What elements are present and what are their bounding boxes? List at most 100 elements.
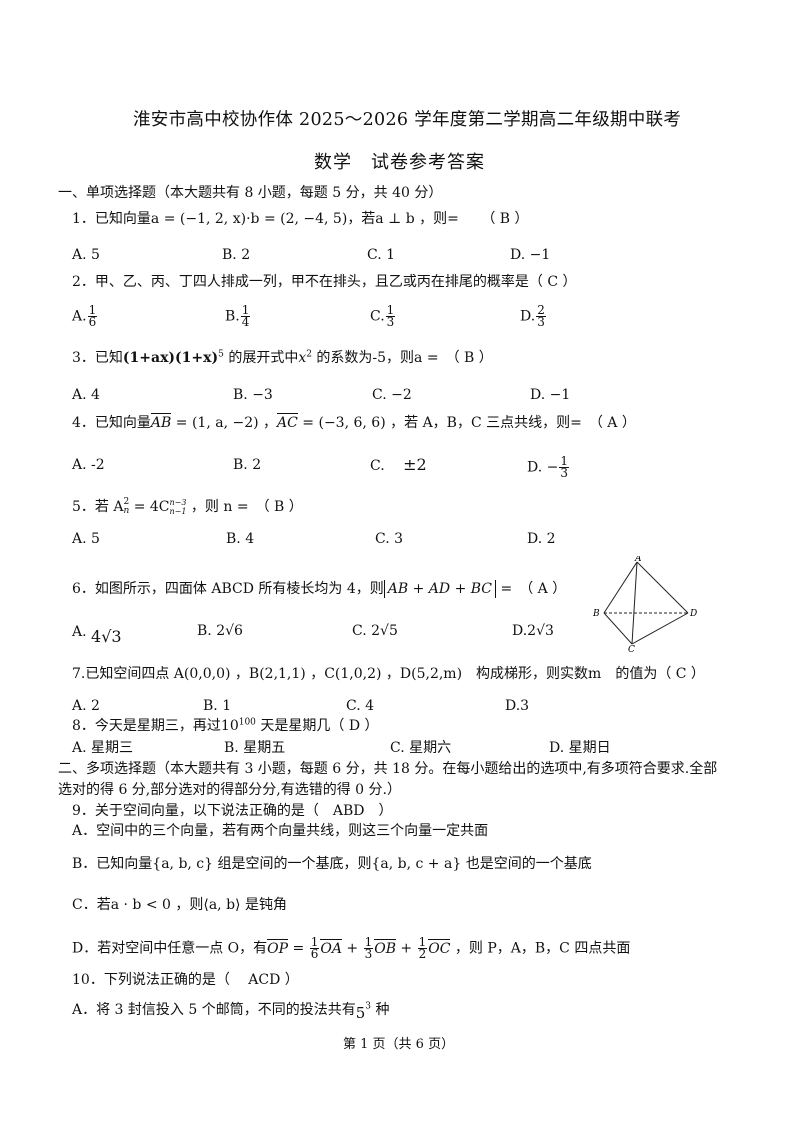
q3-term-exponent: 2 [306, 349, 312, 360]
q9-vector-op: OP [267, 938, 289, 957]
q8-tail: 天是星期几（ D ） [255, 718, 379, 734]
q2-option-d-label: D. [520, 308, 536, 325]
q9-vector-ob: OB [374, 938, 396, 957]
q9-f3-denominator: 2 [418, 947, 427, 961]
q10-option-a: A．将 3 封信投入 5 个邮筒，不同的投法共有53 种 [72, 1000, 390, 1022]
q9-option-c: C．若a · b < 0 ，则⟨a, b⟩ 是钝角 [72, 897, 287, 913]
q5-mid: = 4C [129, 499, 170, 515]
q4-option-b: B. 2 [233, 457, 262, 473]
q5-option-d: D. 2 [527, 531, 556, 547]
q5-option-b: B. 4 [226, 531, 255, 547]
q6-option-a: A. 4√3 [72, 622, 122, 646]
q6-prefix: 6．如图所示，四面体 ABCD 所有棱长均为 4，则 [72, 581, 384, 597]
q9-option-b: B．已知向量{a, b, c} 组是空间的一个基底，则{a, b, c + a}… [72, 856, 592, 872]
q4-option-c: C. ±2 [370, 456, 427, 475]
q6-option-a-label: A. [72, 624, 87, 640]
q1-prefix: 1．已知向量 [72, 211, 151, 227]
q4-option-d-label: D. − [527, 459, 559, 476]
vertex-b-label: B [592, 609, 600, 619]
q4-option-a: A. -2 [72, 457, 105, 473]
q5-option-a: A. 5 [72, 531, 100, 547]
q4-d-denominator: 3 [560, 466, 568, 480]
edge-ad [636, 561, 689, 614]
q6-abs-expression: AB + AD + BC [383, 580, 497, 598]
q2-d-denominator: 3 [537, 315, 545, 329]
q2-c-numerator: 1 [385, 303, 396, 317]
vertex-a-label: A [634, 556, 642, 564]
question-1-stem: 1．已知向量a = (−1, 2, x)·b = (2, −4, 5)，若a ⊥… [72, 210, 529, 228]
tetrahedron-figure: A B C D [592, 556, 697, 652]
q7-option-c: C. 4 [346, 698, 375, 714]
question-10-stem: 10．下列说法正确的是（ ACD ） [72, 972, 299, 988]
exam-subtitle: 数学 试卷参考答案 [314, 152, 485, 173]
q10-a-tail: 种 [371, 1002, 390, 1018]
q1-option-d: D. −1 [510, 247, 551, 263]
edge-bc [603, 612, 633, 645]
q4-ac-value: = (−3, 6, 6) ，若 A，B，C 三点共线，则= （ A ） [297, 415, 636, 431]
q2-c-denominator: 3 [386, 315, 395, 329]
edge-ab [603, 561, 638, 614]
section-1-heading: 一、单项选择题（本大题共有 8 小题，每题 5 分，共 40 分） [58, 185, 443, 201]
q6-tail: = （ A ） [496, 581, 567, 597]
question-9-stem: 9．关于空间向量，以下说法正确的是（ ABD ） [72, 803, 393, 819]
q1-option-c: C. 1 [367, 247, 396, 263]
q9-vector-oa: OA [320, 938, 342, 957]
q2-a-denominator: 6 [88, 315, 97, 329]
q1-sep: · [246, 211, 251, 227]
q2-option-c-label: C. [370, 308, 385, 325]
q4-option-c-value: ±2 [403, 455, 427, 474]
q3-tail: 的系数为-5，则a = （ B ） [311, 350, 493, 366]
q5-a-sup: 2 [123, 497, 130, 507]
q4-d-numerator: 1 [559, 454, 569, 468]
question-2-stem: 2．甲、乙、丙、丁四人排成一列，甲不在排头，且乙或丙在排尾的概率是（ C ） [72, 274, 577, 290]
q9-f2-numerator: 1 [363, 935, 374, 949]
q6-option-c: C. 2√5 [352, 623, 398, 639]
q3-prefix: 3．已知 [72, 350, 123, 366]
q8-option-d: D. 星期日 [549, 740, 611, 756]
q1-answer: （ B ） [481, 211, 529, 227]
q1-option-b: B. 2 [222, 247, 251, 263]
q1-option-a: A. 5 [72, 247, 100, 263]
vertex-d-label: D [689, 609, 697, 619]
q8-exponent: 100 [238, 717, 256, 728]
q7-option-b: B. 1 [203, 698, 232, 714]
q5-a-sub: n [123, 506, 130, 516]
q2-a-numerator: 1 [87, 303, 98, 317]
q9-option-a: A．空间中的三个向量，若有两个向量共线，则这三个向量一定共面 [72, 823, 489, 839]
edge-cd [631, 612, 689, 645]
q4-vector-ac: AC [277, 413, 298, 431]
q2-b-denominator: 4 [241, 315, 250, 329]
q2-option-a-label: A. [72, 308, 87, 325]
q1-condition: ，若a ⊥ b ，则= [347, 211, 459, 227]
q6-option-a-value: 4√3 [91, 627, 122, 646]
q2-b-numerator: 1 [240, 303, 251, 317]
q9-d-tail: ，则 P，A，B，C 四点共面 [450, 940, 631, 957]
q3-option-c: C. −2 [372, 387, 412, 403]
q9-d-prefix: D．若对空间中任意一点 O，有 [72, 940, 268, 957]
q8-option-a: A. 星期三 [72, 740, 134, 756]
q3-expression: (1+ax)(1+x) [122, 350, 219, 366]
vertex-c-label: C [628, 645, 635, 652]
page-footer: 第 1 页（共 6 页） [343, 1037, 455, 1052]
q2-option-b-label: B. [225, 308, 240, 325]
q9-f2-denominator: 3 [364, 947, 373, 961]
q4-prefix: 4．已知向量 [72, 415, 151, 431]
section-2-heading-line-2: 选对的得 6 分,部分选对的得部分分,有选错的得 0 分.） [58, 782, 401, 798]
exam-title: 淮安市高中校协作体 2025～2026 学年度第二学期高二年级期中联考 [133, 110, 682, 130]
q3-option-a: A. 4 [72, 387, 100, 403]
q7-option-a: A. 2 [72, 698, 100, 714]
q5-option-c: C. 3 [375, 531, 404, 547]
q4-option-c-label: C. [370, 458, 385, 474]
q6-option-d: D.2√3 [512, 623, 554, 639]
